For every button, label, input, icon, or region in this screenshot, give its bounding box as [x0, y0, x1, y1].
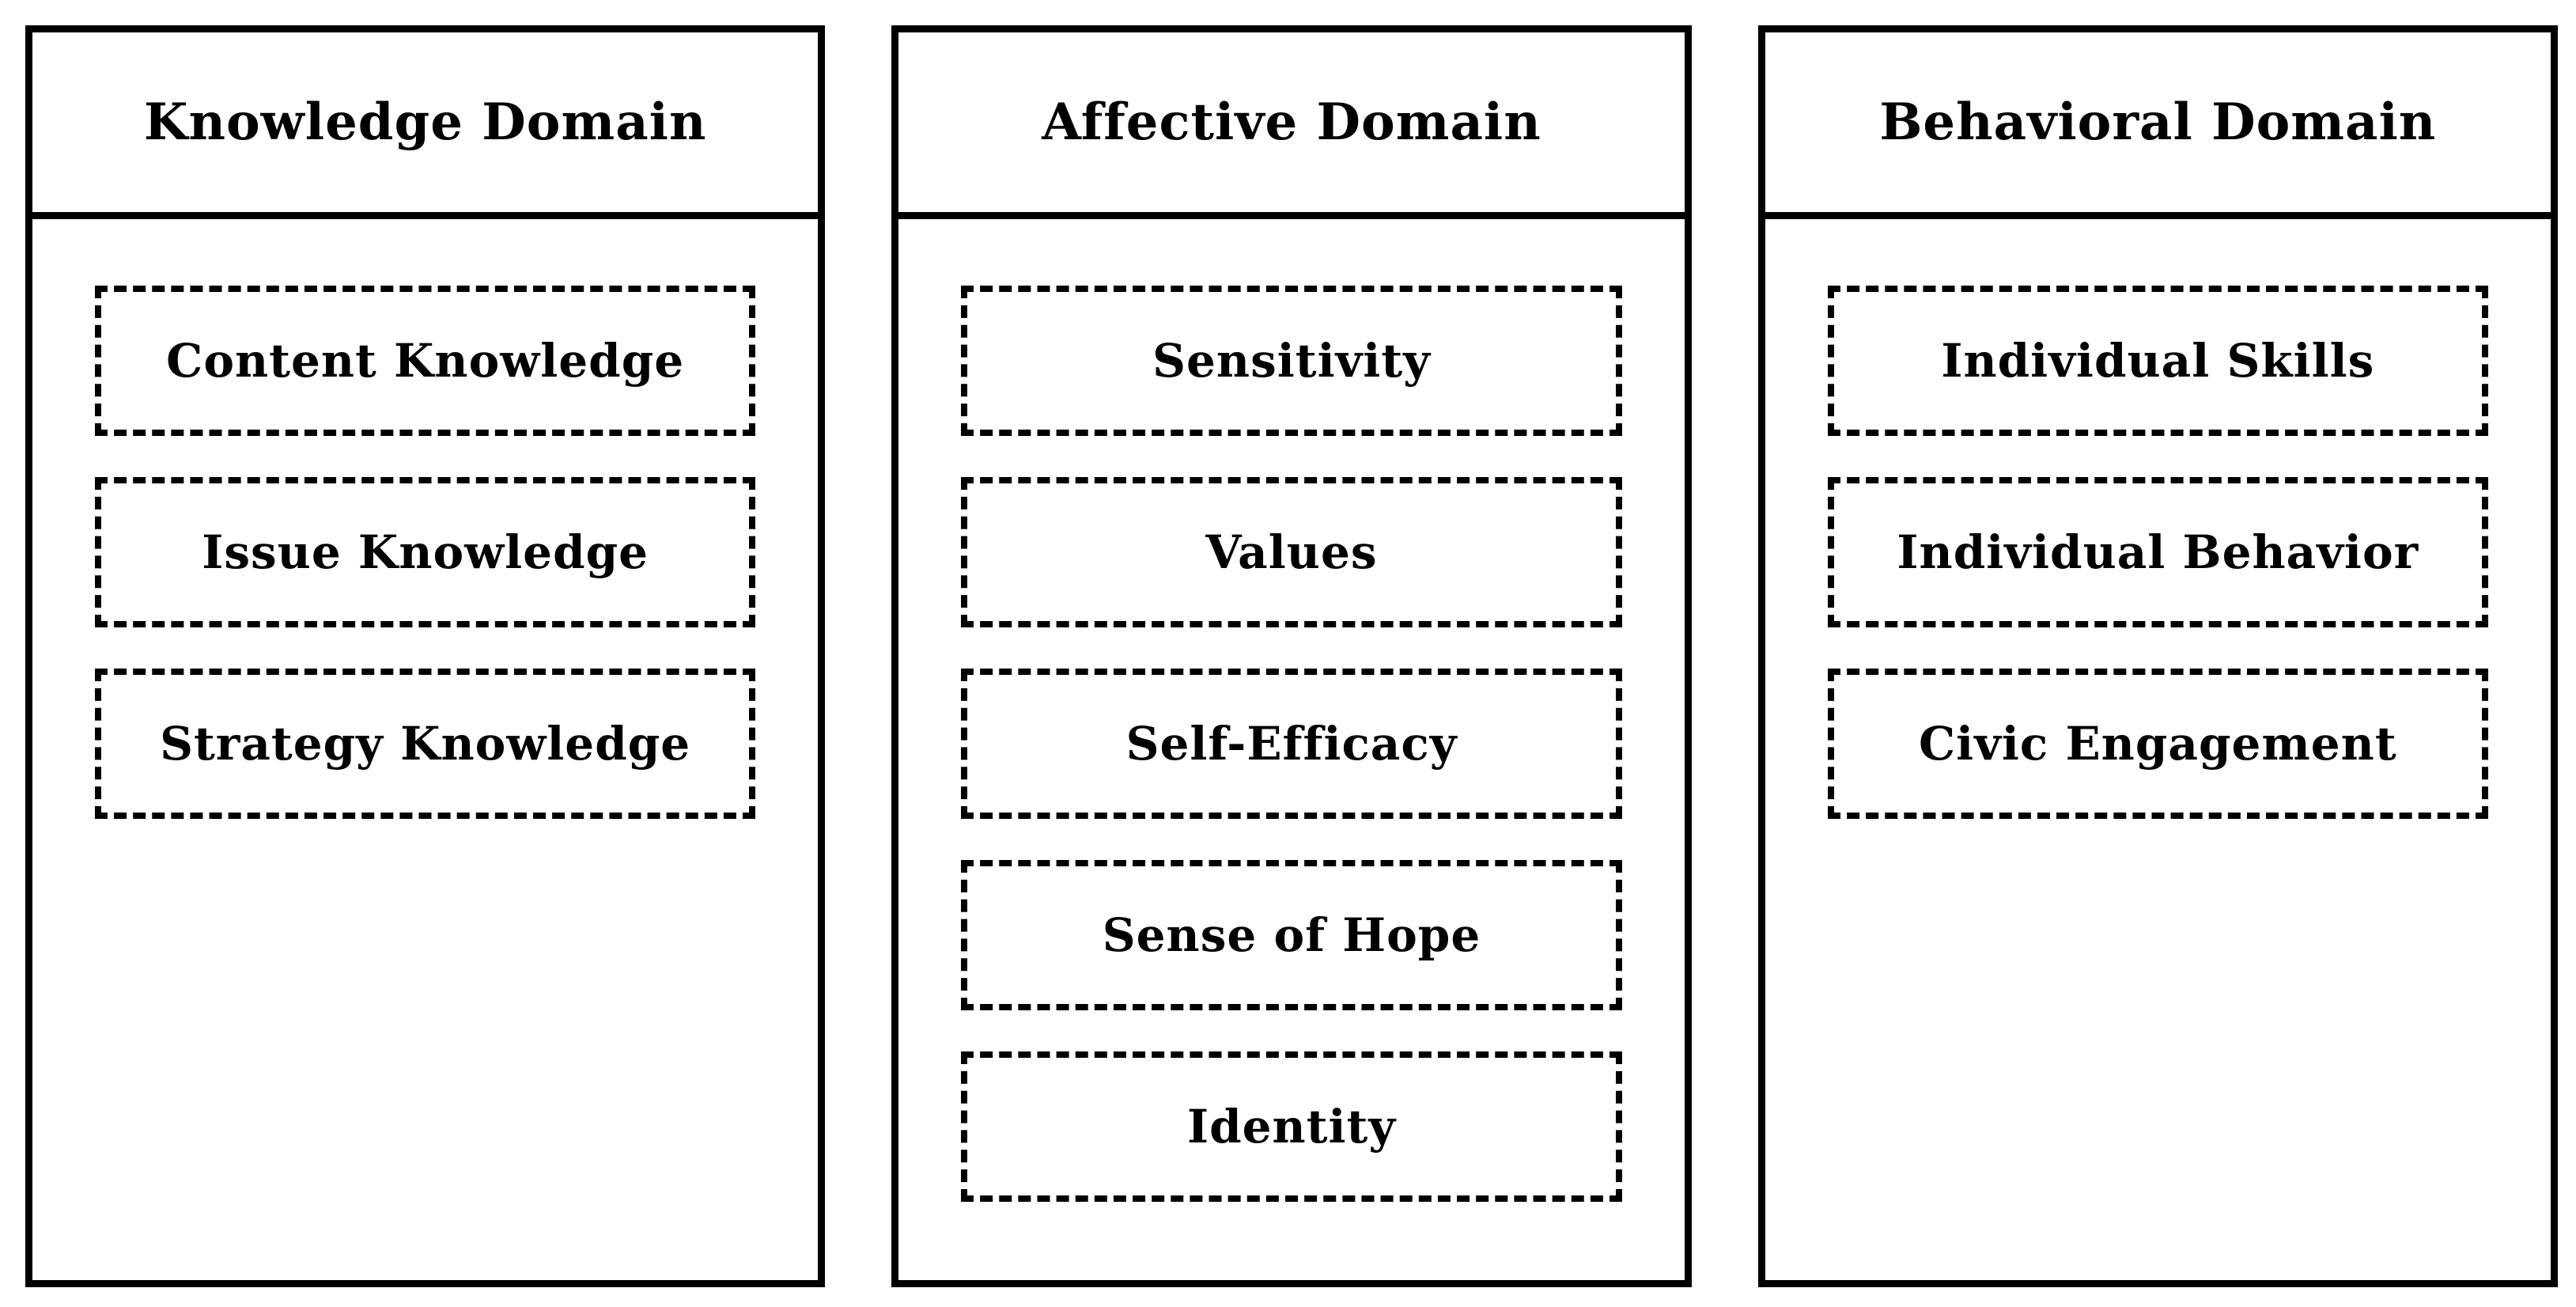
item-box-individual-skills: Individual Skills — [1827, 286, 2488, 436]
item-label: Sense of Hope — [1102, 908, 1481, 962]
item-box-strategy-knowledge: Strategy Knowledge — [95, 669, 756, 819]
item-label: Issue Knowledge — [202, 525, 649, 579]
column-behavioral-domain: Behavioral Domain Individual Skills Indi… — [1757, 25, 2558, 1287]
item-box-identity: Identity — [961, 1051, 1622, 1202]
column-body-knowledge: Content Knowledge Issue Knowledge Strate… — [32, 219, 818, 1280]
column-header-behavioral: Behavioral Domain — [1765, 32, 2551, 219]
column-body-affective: Sensitivity Values Self-Efficacy Sense o… — [898, 219, 1684, 1280]
item-box-values: Values — [961, 477, 1622, 627]
item-box-self-efficacy: Self-Efficacy — [961, 669, 1622, 819]
item-label: Strategy Knowledge — [160, 717, 691, 771]
column-title-affective: Affective Domain — [1042, 93, 1541, 152]
column-title-behavioral: Behavioral Domain — [1879, 93, 2437, 152]
column-header-knowledge: Knowledge Domain — [32, 32, 819, 219]
item-box-civic-engagement: Civic Engagement — [1827, 669, 2488, 819]
item-label: Civic Engagement — [1919, 717, 2397, 771]
item-label: Individual Behavior — [1897, 525, 2419, 579]
item-label: Content Knowledge — [166, 334, 685, 388]
item-box-individual-behavior: Individual Behavior — [1827, 477, 2488, 627]
domains-diagram: Knowledge Domain Content Knowledge Issue… — [25, 25, 2558, 1287]
item-box-issue-knowledge: Issue Knowledge — [95, 477, 756, 627]
column-knowledge-domain: Knowledge Domain Content Knowledge Issue… — [25, 25, 826, 1287]
item-label: Individual Skills — [1941, 334, 2375, 388]
column-header-affective: Affective Domain — [898, 32, 1685, 219]
column-title-knowledge: Knowledge Domain — [143, 93, 707, 152]
item-box-content-knowledge: Content Knowledge — [95, 286, 756, 436]
column-affective-domain: Affective Domain Sensitivity Values Self… — [891, 25, 1692, 1287]
item-label: Sensitivity — [1152, 334, 1431, 388]
column-body-behavioral: Individual Skills Individual Behavior Ci… — [1765, 219, 2551, 1280]
item-label: Values — [1205, 525, 1378, 579]
item-label: Self-Efficacy — [1125, 717, 1458, 771]
item-box-sense-of-hope: Sense of Hope — [961, 860, 1622, 1010]
item-label: Identity — [1186, 1100, 1397, 1154]
item-box-sensitivity: Sensitivity — [961, 286, 1622, 436]
